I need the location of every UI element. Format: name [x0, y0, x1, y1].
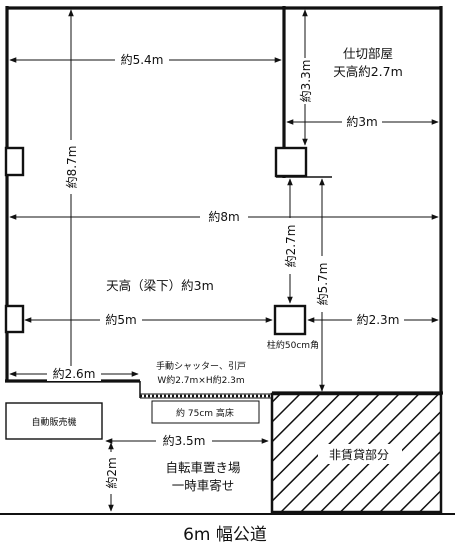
road-label: 6m 幅公道 [183, 525, 267, 545]
dim-total-depth: 約8.7m [63, 9, 80, 380]
dim-column-to-right: 約2.3m [307, 312, 439, 327]
partition-room-ceiling: 天高約2.7m [333, 64, 403, 79]
not-for-rent-label-bg [318, 444, 402, 464]
partition-room-title: 仕切部屋 [343, 46, 393, 61]
raised-floor-box [151, 400, 260, 424]
dim-partition-width: 約3m [286, 114, 439, 129]
dim-right-depth: 約5.7m [314, 178, 331, 392]
dim-total-depth-label: 約8.7m [64, 146, 79, 189]
bicycle-area-line1: 自転車置き場 [165, 460, 240, 475]
dim-bike-width-label: 約3.5m [163, 433, 206, 448]
dim-entrance-width: 約2.6m [9, 366, 139, 381]
bicycle-area-line2: 一時車寄せ [172, 478, 235, 493]
wall-pilaster-upper [4, 146, 25, 177]
dim-column-gap: 約2.7m [282, 178, 299, 304]
shutter-label-line2: W約2.7m×H約2.3m [157, 374, 244, 386]
dim-partition-width-label: 約3m [346, 114, 377, 129]
dim-entrance-width-label: 約2.6m [53, 366, 96, 381]
shutter-door [139, 381, 272, 399]
dim-top-width-label: 約5.4m [121, 52, 164, 67]
dim-top-width: 約5.4m [9, 52, 282, 67]
dim-column-to-right-label: 約2.3m [357, 312, 400, 327]
shutter-label-line1: 手動シャッター、引戸 [156, 360, 246, 372]
dim-partition-depth-label: 約3.3m [298, 60, 313, 103]
dim-bike-depth: 約2m [103, 442, 120, 512]
dim-total-width-label: 約8m [208, 209, 239, 224]
dim-left-to-column: 約5m [24, 312, 273, 327]
vending-machine-box [5, 402, 103, 440]
column-upper [274, 146, 308, 178]
column-lower [273, 304, 307, 336]
wall-pilaster-lower [4, 304, 25, 334]
raised-floor-label: 約 75cm 高床 [176, 407, 234, 419]
vending-machine-label: 自動販売機 [31, 416, 76, 428]
dim-left-to-column-label: 約5m [105, 312, 136, 327]
dim-total-width: 約8m [9, 209, 439, 224]
dim-bike-width: 約3.5m [105, 433, 269, 448]
dim-partition-depth: 約3.3m [297, 9, 314, 146]
column-label: 柱約50cm角 [267, 339, 319, 351]
dim-column-gap-label: 約2.7m [283, 225, 298, 268]
dim-bike-depth-label: 約2m [104, 457, 119, 488]
dim-right-depth-label: 約5.7m [315, 263, 330, 306]
main-area-ceiling: 天高（梁下）約3m [106, 278, 214, 293]
not-for-rent-label: 非賃貸部分 [329, 447, 389, 462]
